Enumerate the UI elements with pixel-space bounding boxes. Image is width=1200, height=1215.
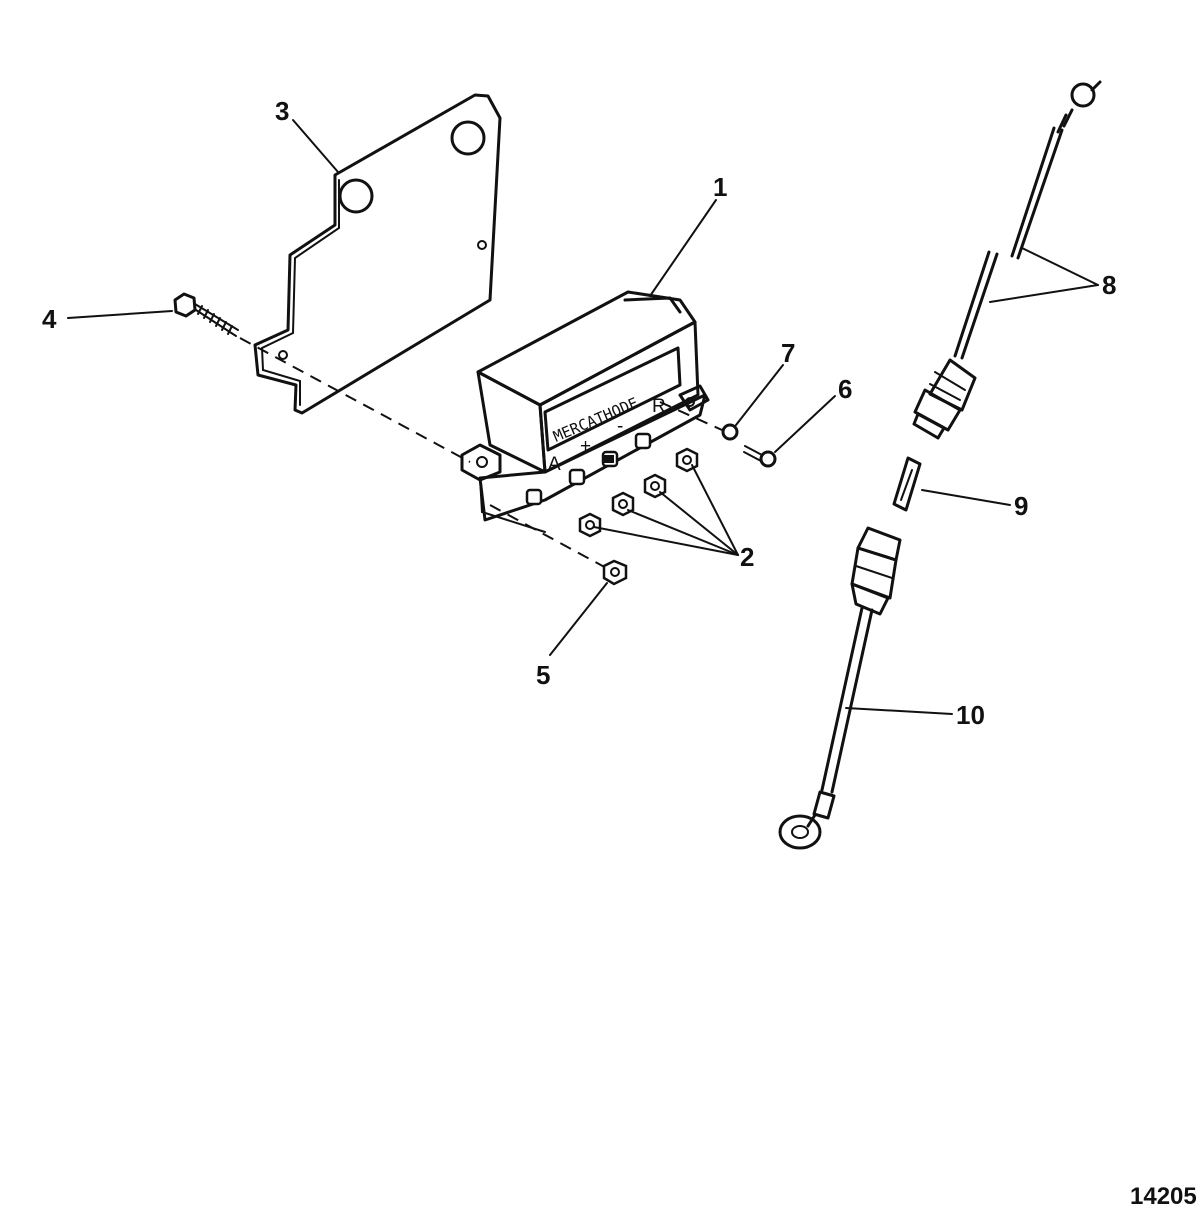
terminal-label-r: R [652,396,666,417]
terminal-label-a: A [548,454,561,475]
fuse [892,456,922,512]
alignment-lines [239,337,723,571]
terminal-label-minus: - [617,416,623,437]
reference-screw [743,445,777,468]
mounting-bolt [173,292,239,337]
callout-9: 9 [1014,491,1028,521]
terminal-studs [525,432,652,506]
bracket-nut [602,559,628,586]
reference-electrode-lead [912,80,1102,440]
leader-lines [67,119,1099,715]
callout-5: 5 [536,660,550,690]
figure-number: 14205 [1130,1183,1197,1210]
callout-7: 7 [781,338,795,368]
callout-8: 8 [1102,270,1116,300]
callout-10: 10 [956,700,985,730]
callout-1: 1 [713,172,727,202]
callout-3: 3 [275,96,289,126]
callout-6: 6 [838,374,852,404]
lock-washer [721,423,739,441]
fuse-holder-lead [778,526,902,850]
callout-4: 4 [42,304,57,334]
callout-2: 2 [740,542,754,572]
mounting-plate [253,93,502,415]
terminal-nuts [578,447,699,538]
anode-controller-unit: MERCATHODE A + - R [460,290,710,533]
terminal-label-plus: + [580,436,591,457]
